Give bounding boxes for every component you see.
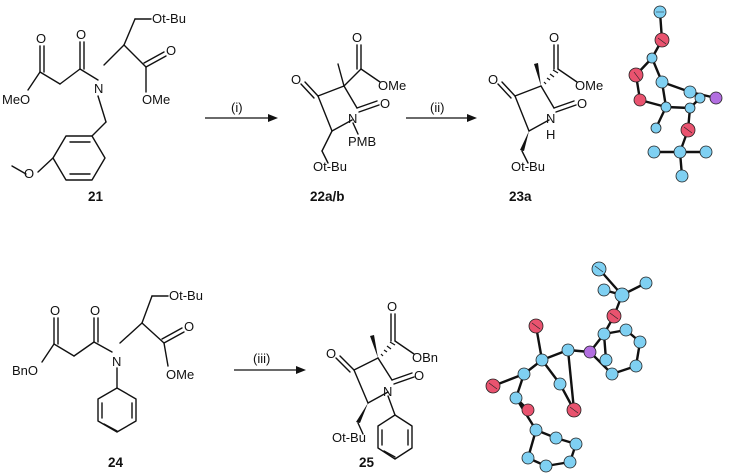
compound-25-obn-label: OBn (412, 350, 438, 365)
compound-23a-nitrogen: N (546, 111, 555, 126)
compound-21-methoxy-oxygen: O (24, 166, 34, 181)
compound-21-carbonyl-oxygen: O (166, 43, 176, 58)
compound-21-otbu-label: Ot-Bu (152, 11, 186, 26)
compound-24-amide-oxygen: O (90, 303, 100, 318)
step-ii-label: (ii) (430, 100, 444, 115)
compound-23a-lactam-oxygen: O (577, 96, 587, 111)
compound-25-ketone-oxygen: O (326, 346, 336, 361)
compound-22ab-lactam-oxygen: O (380, 96, 390, 111)
compound-21-structure (11, 18, 167, 181)
compound-24-structure (41, 295, 185, 433)
compound-24-otbu-label: Ot-Bu (169, 288, 203, 303)
xray-structure-25 (485, 261, 653, 473)
compound-22ab-nitrogen: N (348, 111, 357, 126)
compound-25-lactam-oxygen: O (414, 368, 424, 383)
compound-24-number: 24 (108, 455, 124, 470)
compound-22ab-ester-oxygen: O (352, 30, 362, 45)
compound-21-amide-oxygen: O (76, 27, 86, 42)
compound-21-ester-oxygen: O (36, 31, 46, 46)
compound-23a-number: 23a (509, 189, 532, 204)
compound-21-nitrogen: N (94, 81, 103, 96)
step-i-label: (i) (231, 100, 243, 115)
compound-22ab-ome-label: OMe (378, 78, 406, 93)
compound-23a-structure (497, 44, 578, 164)
compound-22ab-otbu-label: Ot-Bu (313, 159, 347, 174)
compound-23a-ome-label: OMe (575, 78, 603, 93)
xray-structure-23a (628, 5, 723, 183)
compound-23a-ester-oxygen: O (549, 30, 559, 45)
compound-22ab-pmb-label: PMB (348, 134, 376, 149)
compound-21-meo-label: MeO (2, 92, 30, 107)
compound-24-carbonyl-oxygen: O (184, 319, 194, 334)
step-iii-label: (iii) (253, 351, 270, 366)
compound-25-otbu-label: Ot-Bu (332, 430, 366, 445)
compound-24-ester-oxygen: O (50, 303, 60, 318)
compound-25-structure (335, 313, 415, 460)
compound-25-ester-oxygen: O (387, 299, 397, 314)
compound-22ab-number: 22a/b (310, 189, 345, 204)
compound-24-bno-label: BnO (12, 363, 38, 378)
compound-25-number: 25 (359, 455, 375, 470)
compound-21-ome-label: OMe (142, 92, 170, 107)
compound-22ab-structure (300, 44, 381, 164)
compound-25-nitrogen: N (383, 384, 392, 399)
compound-23a-nh-hydrogen: H (546, 127, 555, 142)
compound-23a-ketone-oxygen: O (488, 72, 498, 87)
compound-24-nitrogen: N (112, 354, 121, 369)
compound-23a-otbu-label: Ot-Bu (511, 159, 545, 174)
compound-21-number: 21 (88, 189, 104, 204)
compound-22ab-ketone-oxygen: O (291, 72, 301, 87)
compound-24-ome-label: OMe (166, 367, 194, 382)
